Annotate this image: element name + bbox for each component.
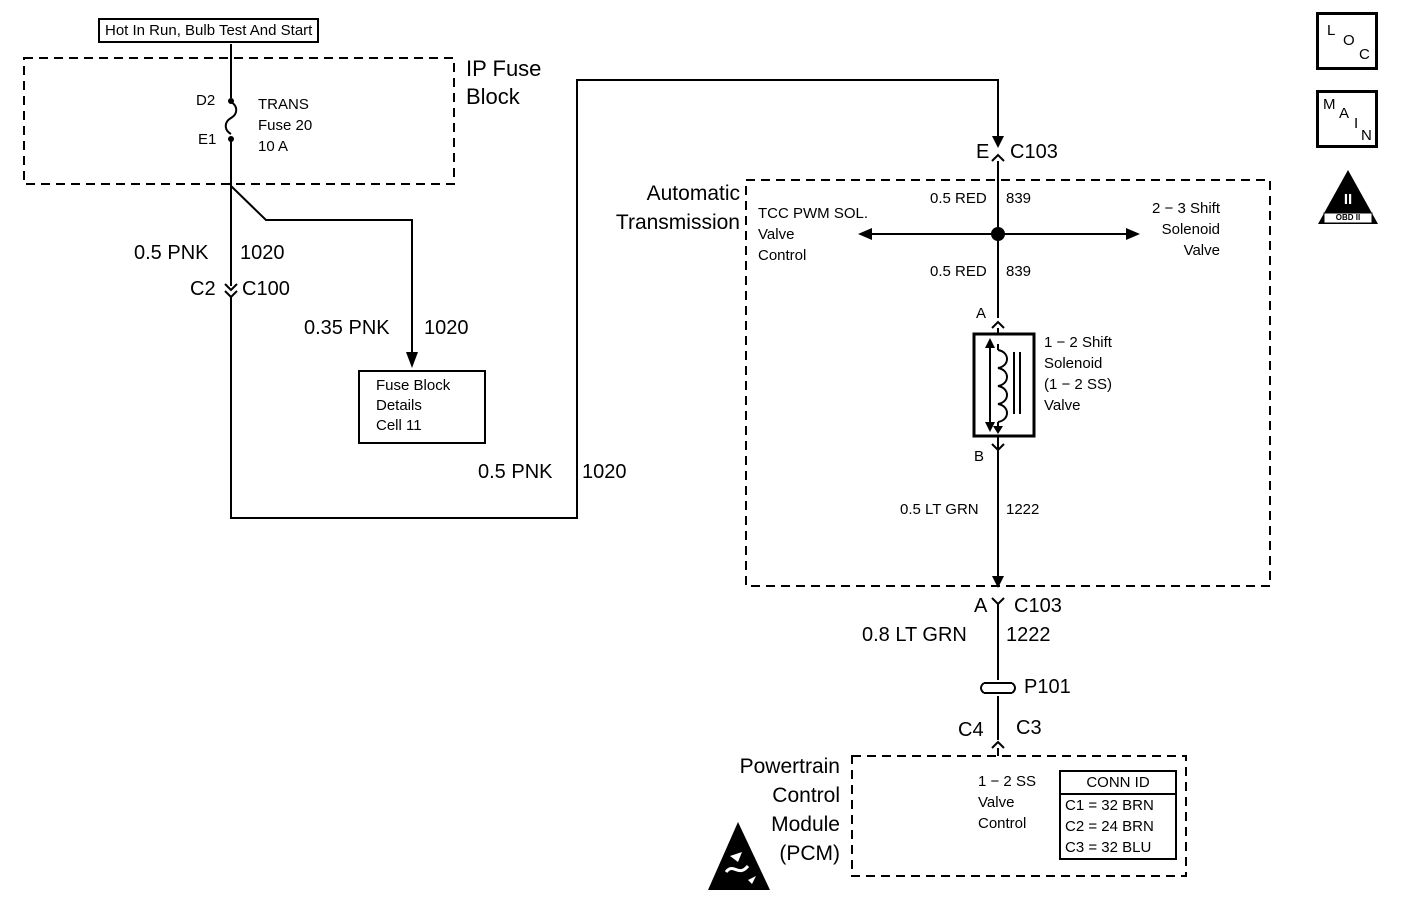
wire-w2-circuit: 1020 — [424, 317, 469, 339]
fuse-term-e1: E1 — [198, 131, 217, 148]
fuse-rating: 10 A — [258, 138, 289, 155]
ip-fuse-block-name-line2: Block — [466, 84, 520, 109]
esd-warning-icon — [708, 822, 770, 890]
fuse-terminal-e1 — [228, 136, 234, 142]
fuse-term-d2: D2 — [196, 92, 216, 109]
shift23-line3: Valve — [1183, 242, 1220, 259]
c103-bottom-name: C103 — [1014, 595, 1062, 617]
loc-button[interactable]: L O C — [1316, 12, 1378, 70]
main-button[interactable]: M A I N — [1316, 90, 1378, 148]
wire-w3-circuit: 1020 — [582, 461, 627, 483]
pcm-connector — [991, 740, 1005, 749]
wire-w5-color: 0.5 RED — [930, 263, 987, 280]
p101-name: P101 — [1024, 676, 1071, 698]
pcm-func-line1: 1 − 2 SS — [978, 773, 1036, 790]
solenoid-1-2-box — [972, 332, 1036, 438]
c103-bottom-pin: A — [974, 595, 988, 617]
shift12-line2: Solenoid — [1044, 355, 1103, 372]
c103-top-name: C103 — [1010, 141, 1058, 163]
wire-w7-circuit: 1222 — [1006, 624, 1051, 646]
shift23-line2: Solenoid — [1161, 221, 1220, 238]
wire-w3-color: 0.5 PNK — [478, 461, 553, 483]
wire-w1-circuit: 1020 — [240, 242, 285, 264]
fuse-symbol — [224, 101, 238, 135]
transmission-name-line2: Transmission — [615, 211, 740, 234]
c103-top-connector — [991, 153, 1005, 162]
pcm-func-line3: Control — [978, 815, 1027, 832]
pcm-outline — [851, 755, 1187, 877]
main-letter: M — [1323, 96, 1336, 113]
conn-id-row: C1 = 32 BRN — [1065, 797, 1154, 814]
c100-connector — [224, 283, 238, 292]
wire-w4-circuit: 839 — [1006, 190, 1032, 207]
loc-letter: O — [1343, 32, 1355, 49]
wire-w2-color: 0.35 PNK — [304, 317, 390, 339]
loc-letter: L — [1327, 22, 1336, 39]
obd-ii-button[interactable]: II OBD II — [1316, 168, 1380, 228]
pcm-conn-c3: C3 — [1016, 717, 1042, 739]
fuse-terminal-d2 — [228, 98, 234, 104]
main-letter: N — [1361, 127, 1372, 144]
fuse-block-details-line3: Cell 11 — [376, 417, 422, 434]
shift12-line4: Valve — [1044, 397, 1081, 414]
shift12-line1: 1 − 2 Shift — [1044, 334, 1112, 351]
fuse-number: Fuse 20 — [258, 117, 313, 134]
pcm-func-line2: Valve — [978, 794, 1015, 811]
loc-letter: C — [1359, 46, 1370, 63]
conn-id-row: C3 = 32 BLU — [1065, 839, 1152, 856]
c100-name: C100 — [242, 278, 290, 300]
transmission-outline — [745, 179, 1271, 587]
fuse-name: TRANS — [258, 96, 309, 113]
shift12-line3: (1 − 2 SS) — [1044, 376, 1112, 393]
power-source-label: Hot In Run, Bulb Test And Start — [98, 18, 320, 43]
transmission-name-line1: Automatic — [646, 182, 740, 205]
ip-fuse-block-outline — [23, 57, 455, 185]
pcm-name-line3: Module — [771, 813, 840, 836]
solenoid-pin-a: A — [976, 305, 987, 322]
ip-fuse-block-name-line1: IP Fuse — [466, 56, 542, 81]
obd-ii-numeral: II — [1343, 191, 1353, 208]
solenoid-pin-b: B — [974, 448, 985, 465]
wire-w4-color: 0.5 RED — [930, 190, 987, 207]
p101-connector — [980, 682, 1016, 694]
splice-dot — [991, 227, 1005, 241]
main-letter: I — [1354, 115, 1359, 132]
fuse-block-details-line1: Fuse Block — [376, 377, 451, 394]
conn-id-row: C2 = 24 BRN — [1065, 818, 1154, 835]
tcc-line1: TCC PWM SOL. — [758, 205, 869, 222]
tcc-line2: Valve — [758, 226, 795, 243]
tcc-line3: Control — [758, 247, 807, 264]
pcm-conn-c4: C4 — [958, 719, 984, 741]
obd-ii-icon — [1318, 170, 1378, 224]
wire-w6-color: 0.5 LT GRN — [900, 501, 979, 518]
shift23-line1: 2 − 3 Shift — [1152, 200, 1220, 217]
pcm-name-line2: Control — [772, 784, 840, 807]
fuse-block-details-line2: Details — [376, 397, 422, 414]
conn-id-table: CONN ID C1 = 32 BRN C2 = 24 BRN C3 = 32 … — [1059, 770, 1177, 860]
wire-w7-color: 0.8 LT GRN — [862, 624, 967, 646]
pcm-name-line1: Powertrain — [739, 755, 840, 778]
c103-top-pin: E — [976, 141, 990, 163]
c103-bottom-connector — [991, 597, 1005, 606]
wire-w6-circuit: 1222 — [1006, 501, 1040, 518]
wire-w1-color: 0.5 PNK — [134, 242, 209, 264]
main-letter: A — [1339, 105, 1350, 122]
conn-id-header: CONN ID — [1061, 772, 1175, 795]
wire-w5-circuit: 839 — [1006, 263, 1032, 280]
pcm-name-line4: (PCM) — [779, 842, 840, 865]
obd-ii-text: OBD II — [1335, 213, 1361, 222]
fuse-block-details-ref[interactable]: Fuse Block Details Cell 11 — [358, 370, 486, 444]
solenoid-coil — [997, 349, 1008, 423]
c100-pin: C2 — [190, 278, 216, 300]
